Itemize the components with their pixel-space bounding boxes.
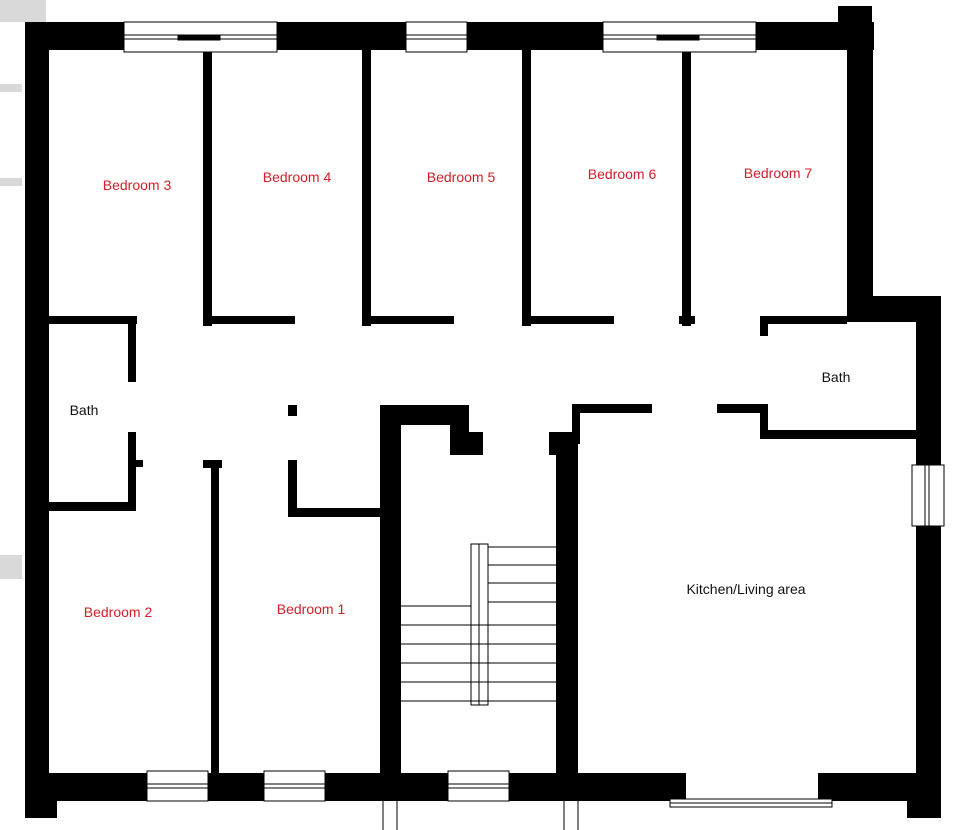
- window-bottom-2: [263, 770, 326, 802]
- left-bath-wall-upper: [128, 318, 136, 382]
- stair-wall-right: [556, 432, 578, 775]
- bottom-right-corner-block: [907, 796, 941, 818]
- partition-b4-b5: [362, 44, 371, 326]
- room-label-bedroom-3: Bedroom 3: [103, 177, 172, 193]
- partition-b5-b6: [522, 44, 531, 326]
- room-label-bedroom-6: Bedroom 6: [588, 166, 657, 182]
- margin-marks: [0, 0, 46, 579]
- room-label-bedroom-1: Bedroom 1: [277, 601, 346, 617]
- window-top-2: [405, 21, 468, 53]
- partition-b6-b7: [682, 36, 691, 326]
- room-labels: Bedroom 3 Bedroom 4 Bedroom 5 Bedroom 6 …: [70, 165, 851, 620]
- right-upper-outer-wall: [847, 22, 873, 322]
- staircase: [382, 543, 579, 830]
- room-label-bedroom-7: Bedroom 7: [744, 165, 813, 181]
- window-bottom-3: [447, 770, 510, 802]
- stair-wall-left: [380, 405, 401, 775]
- room-label-bath-left: Bath: [70, 402, 99, 418]
- room-label-bedroom-5: Bedroom 5: [427, 169, 496, 185]
- left-bath-wall-lower: [128, 432, 136, 510]
- room-label-bedroom-2: Bedroom 2: [84, 604, 153, 620]
- room-label-kitchen: Kitchen/Living area: [686, 581, 805, 597]
- partition-b2-b1: [211, 460, 219, 775]
- bottom-left-corner-block: [25, 796, 57, 818]
- partition-b3-b4: [203, 36, 212, 326]
- room-label-bath-right: Bath: [822, 369, 851, 385]
- left-outer-wall: [25, 22, 49, 817]
- top-right-corner-block: [838, 6, 872, 26]
- right-lower-outer-wall: [916, 296, 941, 818]
- room-label-bedroom-4: Bedroom 4: [263, 169, 332, 185]
- kitchen-window-opening: [686, 772, 818, 802]
- windows: [123, 21, 945, 808]
- window-right: [911, 464, 945, 527]
- window-bottom-1: [146, 770, 209, 802]
